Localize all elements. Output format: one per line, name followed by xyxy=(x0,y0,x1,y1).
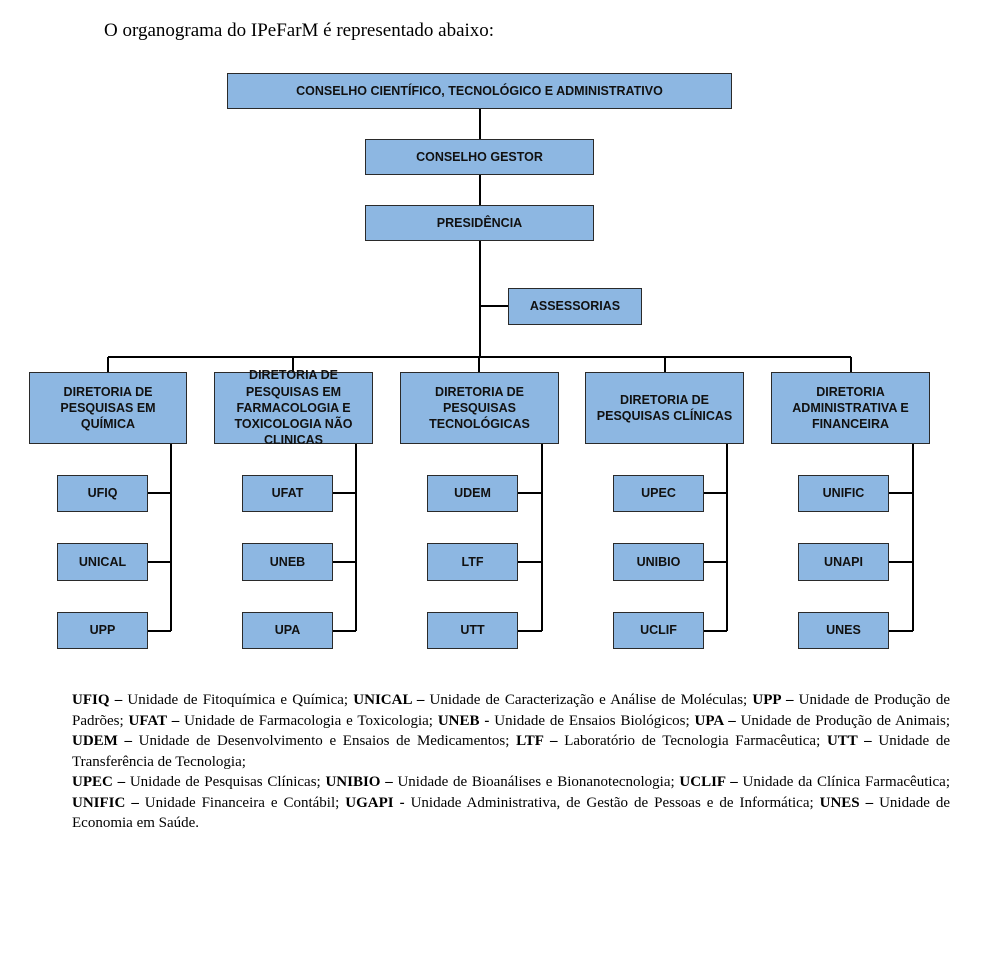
legend-entry: UPEC – Unidade de Pesquisas Clínicas; xyxy=(72,774,326,790)
box-unit-unibio: UNIBIO xyxy=(613,543,704,581)
box-diretoria-administrativa: DIRETORIA ADMINISTRATIVA E FINANCEIRA xyxy=(771,372,930,444)
legend-abbr: LTF xyxy=(516,733,544,749)
legend-entry: UTT – Unidade de Transferência de Tecnol… xyxy=(72,733,951,770)
box-unit-upec: UPEC xyxy=(613,475,704,512)
box-conselho-cientifico: CONSELHO CIENTÍFICO, TECNOLÓGICO E ADMIN… xyxy=(227,73,732,109)
box-unit-unical: UNICAL xyxy=(57,543,148,581)
legend-text: Laboratório de Tecnologia Farmacêutica; xyxy=(564,733,827,749)
intro-text: O organograma do IPeFarM é representado … xyxy=(104,20,495,41)
legend-abbr: UFAT xyxy=(128,712,167,729)
legend-entry: UDEM – Unidade de Desenvolvimento e Ensa… xyxy=(72,733,517,749)
box-unit-ufiq: UFIQ xyxy=(57,475,148,512)
legend-entry: UNES – Unidade de Economia em Saúde. xyxy=(72,794,951,832)
legend-paragraph: UFIQ – Unidade de Fitoquímica e Química;… xyxy=(72,690,950,834)
legend-abbr: UDEM xyxy=(72,733,118,749)
box-assessorias: ASSESSORIAS xyxy=(508,288,642,325)
legend-text: Unidade de Produção de Padrões; xyxy=(72,692,951,729)
legend-entry: LTF – Laboratório de Tecnologia Farmacêu… xyxy=(516,733,827,749)
legend-entry: UGAPI - Unidade Administrativa, de Gestã… xyxy=(345,794,820,811)
legend-entry: UFIQ – Unidade de Fitoquímica e Química; xyxy=(72,692,354,708)
legend-text: Unidade Financeira e Contábil; xyxy=(144,794,346,811)
legend-abbr: UNIBIO xyxy=(325,774,381,790)
legend-abbr: UFIQ xyxy=(72,692,110,708)
box-diretoria-tecnologicas: DIRETORIA DE PESQUISAS TECNOLÓGICAS xyxy=(400,372,559,444)
box-unit-unapi: UNAPI xyxy=(798,543,889,581)
legend-abbr: UNES xyxy=(819,794,860,811)
legend-abbr: UPP xyxy=(752,692,781,708)
box-presidencia: PRESIDÊNCIA xyxy=(365,205,594,241)
box-unit-ufat: UFAT xyxy=(242,475,333,512)
box-unit-uneb: UNEB xyxy=(242,543,333,581)
legend-abbr: UTT xyxy=(826,733,858,749)
box-unit-unific: UNIFIC xyxy=(798,475,889,512)
org-chart-connectors xyxy=(107,108,914,632)
legend-text: Unidade Administrativa, de Gestão de Pes… xyxy=(410,794,820,811)
legend-abbr: UNEB xyxy=(437,712,480,729)
legend-abbr: UPA xyxy=(694,712,724,729)
box-conselho-gestor: CONSELHO GESTOR xyxy=(365,139,594,175)
legend-text: Unidade de Produção de Animais; xyxy=(740,712,950,729)
legend-entry: UNEB - Unidade de Ensaios Biológicos; xyxy=(437,712,695,729)
box-diretoria-quimica: DIRETORIA DE PESQUISAS EM QUÍMICA xyxy=(29,372,187,444)
box-unit-upp: UPP xyxy=(57,612,148,649)
box-diretoria-clinicas: DIRETORIA DE PESQUISAS CLÍNICAS xyxy=(585,372,744,444)
box-unit-uclif: UCLIF xyxy=(613,612,704,649)
legend-entry: UNICAL – Unidade de Caracterização e Aná… xyxy=(353,692,753,708)
box-unit-upa: UPA xyxy=(242,612,333,649)
legend-text: Unidade de Ensaios Biológicos; xyxy=(494,712,695,729)
legend-entry: UNIFIC – Unidade Financeira e Contábil; xyxy=(72,794,346,811)
box-diretoria-farmacologia: DIRETORIA DE PESQUISAS EM FARMACOLOGIA E… xyxy=(214,368,373,447)
legend-text: Unidade de Economia em Saúde. xyxy=(72,794,951,832)
legend-abbr: UCLIF xyxy=(679,774,726,790)
legend-text: Unidade de Caracterização e Análise de M… xyxy=(429,692,753,708)
legend-abbr: UPEC xyxy=(72,774,113,790)
legend-text: Unidade de Bioanálises e Bionanotecnolog… xyxy=(397,774,680,790)
legend-abbr: UGAPI xyxy=(345,794,394,811)
legend-text: Unidade da Clínica Farmacêutica; xyxy=(742,774,951,790)
legend-entry: UPA – Unidade de Produção de Animais; xyxy=(694,712,950,729)
legend-entry: UFAT – Unidade de Farmacologia e Toxicol… xyxy=(128,712,438,729)
box-unit-unes: UNES xyxy=(798,612,889,649)
legend-text: Unidade de Pesquisas Clínicas; xyxy=(129,774,326,790)
box-unit-utt: UTT xyxy=(427,612,518,649)
box-unit-udem: UDEM xyxy=(427,475,518,512)
legend-abbr: UNICAL xyxy=(353,692,412,708)
legend-abbr: UNIFIC xyxy=(72,794,126,811)
legend-entry: UCLIF – Unidade da Clínica Farmacêutica; xyxy=(679,774,951,790)
legend-text: Unidade de Desenvolvimento e Ensaios de … xyxy=(138,733,517,749)
legend-text: Unidade de Farmacologia e Toxicologia; xyxy=(184,712,438,729)
legend-text: Unidade de Transferência de Tecnologia; xyxy=(72,733,951,770)
legend-entry: UNIBIO – Unidade de Bioanálises e Bionan… xyxy=(325,774,680,790)
legend-text: Unidade de Fitoquímica e Química; xyxy=(127,692,354,708)
box-unit-ltf: LTF xyxy=(427,543,518,581)
legend-entry: UPP – Unidade de Produção de Padrões; xyxy=(72,692,951,729)
